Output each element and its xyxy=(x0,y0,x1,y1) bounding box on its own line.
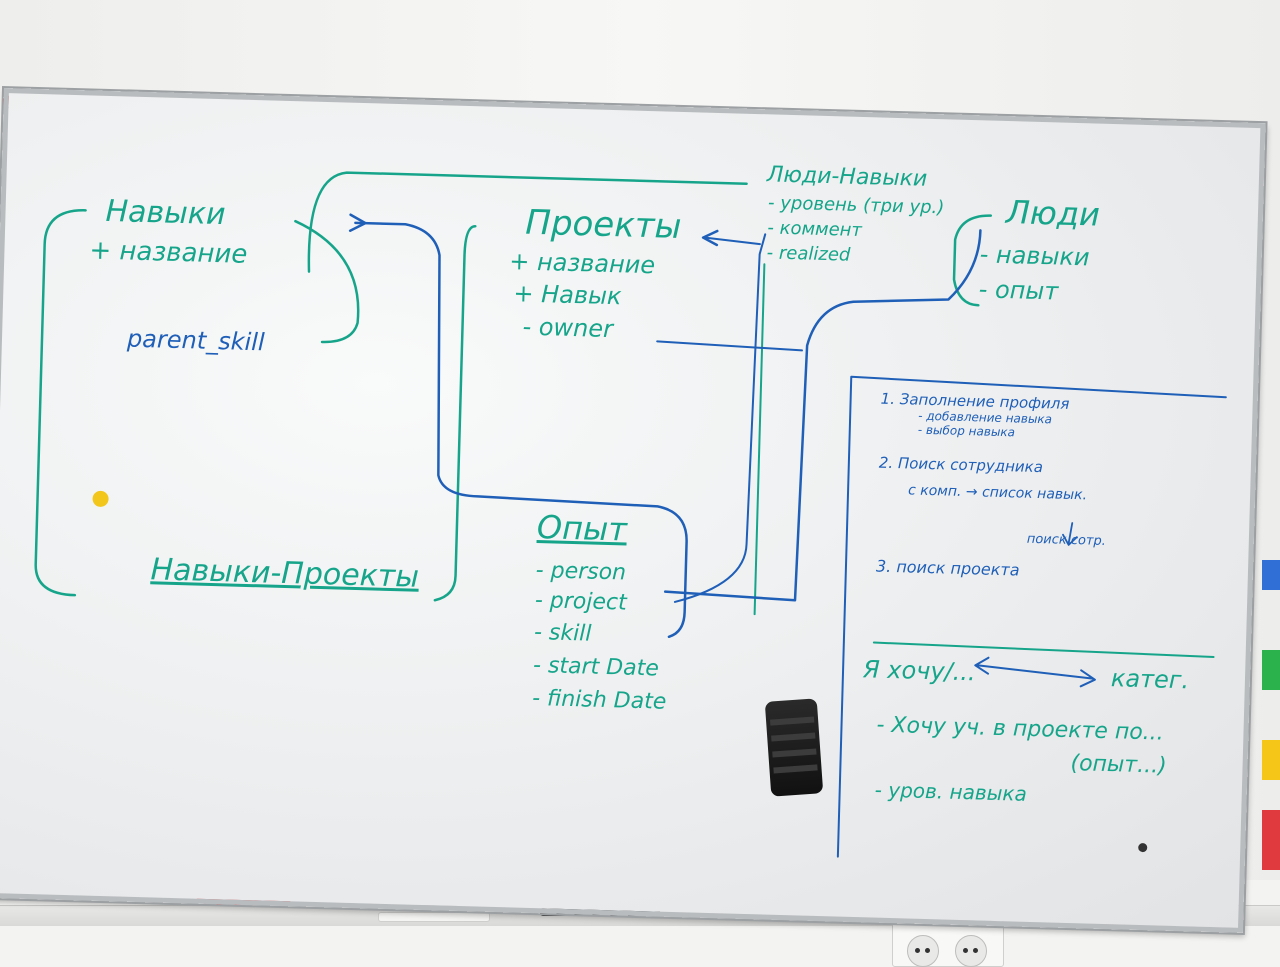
people-bracket xyxy=(952,214,993,307)
wall-stripe-yellow xyxy=(1262,740,1280,780)
plan-item-2b: поиск сотр. xyxy=(1026,531,1107,549)
experience-field-finish: - finish Date xyxy=(531,685,667,715)
arrow-head-skills xyxy=(348,213,367,232)
socket-right xyxy=(955,935,987,967)
arrow-head-projects xyxy=(701,229,719,247)
wall-stripe-green xyxy=(1262,650,1280,690)
wish-arrow xyxy=(974,656,1096,688)
experience-field-project: - project xyxy=(534,588,627,616)
people-title: Люди xyxy=(1005,193,1101,234)
skills-bracket xyxy=(34,209,87,597)
experience-field-skill: - skill xyxy=(533,620,592,647)
whiteboard: Навыки + название parent_skill Проекты +… xyxy=(0,88,1266,933)
people-skills-field-realized: - realized xyxy=(766,242,851,266)
projects-field-skill: + Навык xyxy=(513,279,622,311)
skills-projects-title: Навыки-Проекты xyxy=(150,552,420,595)
wish-left: Я хочу/... xyxy=(862,655,977,687)
plan-item-2: 2. Поиск сотрудника xyxy=(878,453,1044,477)
plan-list: 1. Заполнение профиля - добавление навык… xyxy=(876,390,1110,582)
experience-title: Опыт xyxy=(536,508,628,549)
board-eraser[interactable] xyxy=(764,698,824,797)
marker-pen-white[interactable] xyxy=(378,912,490,922)
projects-title: Проекты xyxy=(524,202,683,247)
owner-to-people xyxy=(656,340,803,352)
wall-stripe-blue xyxy=(1262,560,1280,590)
people-field-experience: - опыт xyxy=(978,275,1059,306)
whiteboard-drawing xyxy=(34,171,1227,858)
people-skills-field-comment: - коммент xyxy=(767,217,863,242)
experience-field-person: - person xyxy=(535,558,627,586)
skills-title: Навыки xyxy=(105,193,226,233)
projects-bracket xyxy=(433,224,477,602)
projects-field-owner: - owner xyxy=(522,312,614,344)
skills-field: + название xyxy=(89,235,248,270)
wish-right: катег. xyxy=(1110,664,1190,695)
plan-divider xyxy=(836,375,1227,858)
experience-to-skills xyxy=(354,221,688,639)
experience-field-start: - start Date xyxy=(532,653,660,682)
project-to-projects xyxy=(673,233,767,603)
people-field-skills: - навыки xyxy=(979,240,1090,272)
people-skills-title: Люди-Навыки xyxy=(766,162,928,192)
projects-field-name: + название xyxy=(508,247,656,280)
plan-item-2a: с комп. → список навык. xyxy=(907,482,1088,504)
wall-stripe-red xyxy=(1262,810,1280,870)
wish-line-2: (опыт...) xyxy=(1070,751,1168,779)
people-skills-vertical xyxy=(753,263,766,616)
search-arrow xyxy=(1062,522,1078,546)
wish-line-3: - уров. навыка xyxy=(874,777,1028,806)
parent-skill-loop xyxy=(294,219,360,344)
person-to-people xyxy=(663,229,982,602)
plan-separator xyxy=(872,641,1215,658)
socket-left xyxy=(907,935,939,967)
parent-skill-label: parent_skill xyxy=(126,324,265,357)
people-skills-link xyxy=(307,171,748,273)
